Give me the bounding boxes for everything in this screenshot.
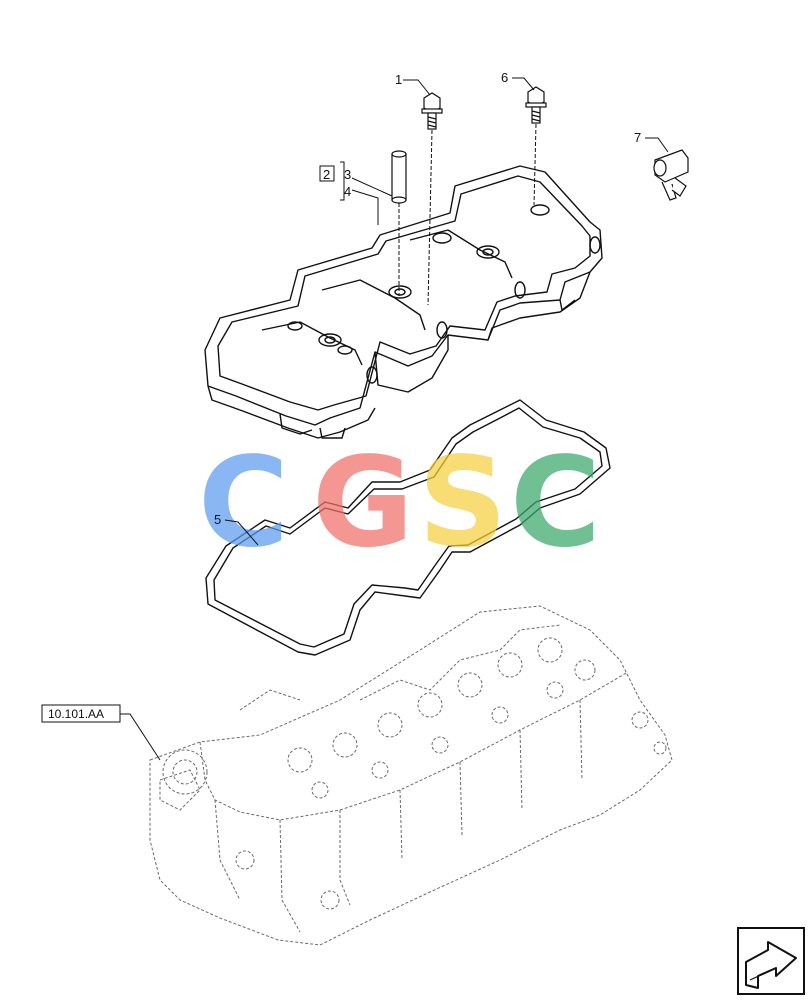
watermark-letter-s: S bbox=[418, 431, 507, 575]
gasket bbox=[205, 399, 611, 656]
cylinder-head bbox=[149, 605, 673, 946]
callout-5: 5 bbox=[214, 512, 221, 527]
callout-3: 3 bbox=[344, 167, 351, 182]
bolt-item-1 bbox=[421, 92, 443, 130]
callout-6: 6 bbox=[501, 70, 508, 85]
reference-box[interactable]: 10.101.AA bbox=[41, 704, 121, 723]
callout-4: 4 bbox=[344, 184, 351, 199]
clip-item-7 bbox=[653, 149, 689, 201]
callout-2: 2 bbox=[323, 167, 330, 182]
callouts bbox=[120, 77, 669, 761]
callout-2-box[interactable]: 2 bbox=[319, 165, 335, 182]
bolt-item-6 bbox=[525, 86, 547, 124]
watermark-letter-c2: C bbox=[510, 431, 601, 575]
bolt-1-axis bbox=[427, 129, 433, 306]
bolt-6-axis bbox=[533, 123, 537, 206]
valve-cover bbox=[204, 165, 603, 439]
watermark-letter-g: G bbox=[312, 431, 414, 575]
next-arrow-icon[interactable] bbox=[737, 927, 805, 995]
reference-label: 10.101.AA bbox=[48, 707, 104, 721]
watermark: C G S C bbox=[198, 431, 601, 575]
callout-1: 1 bbox=[395, 72, 402, 87]
callout-7: 7 bbox=[634, 130, 641, 145]
sleeve-item-3-4 bbox=[391, 150, 407, 204]
watermark-letter-c1: C bbox=[198, 431, 289, 575]
